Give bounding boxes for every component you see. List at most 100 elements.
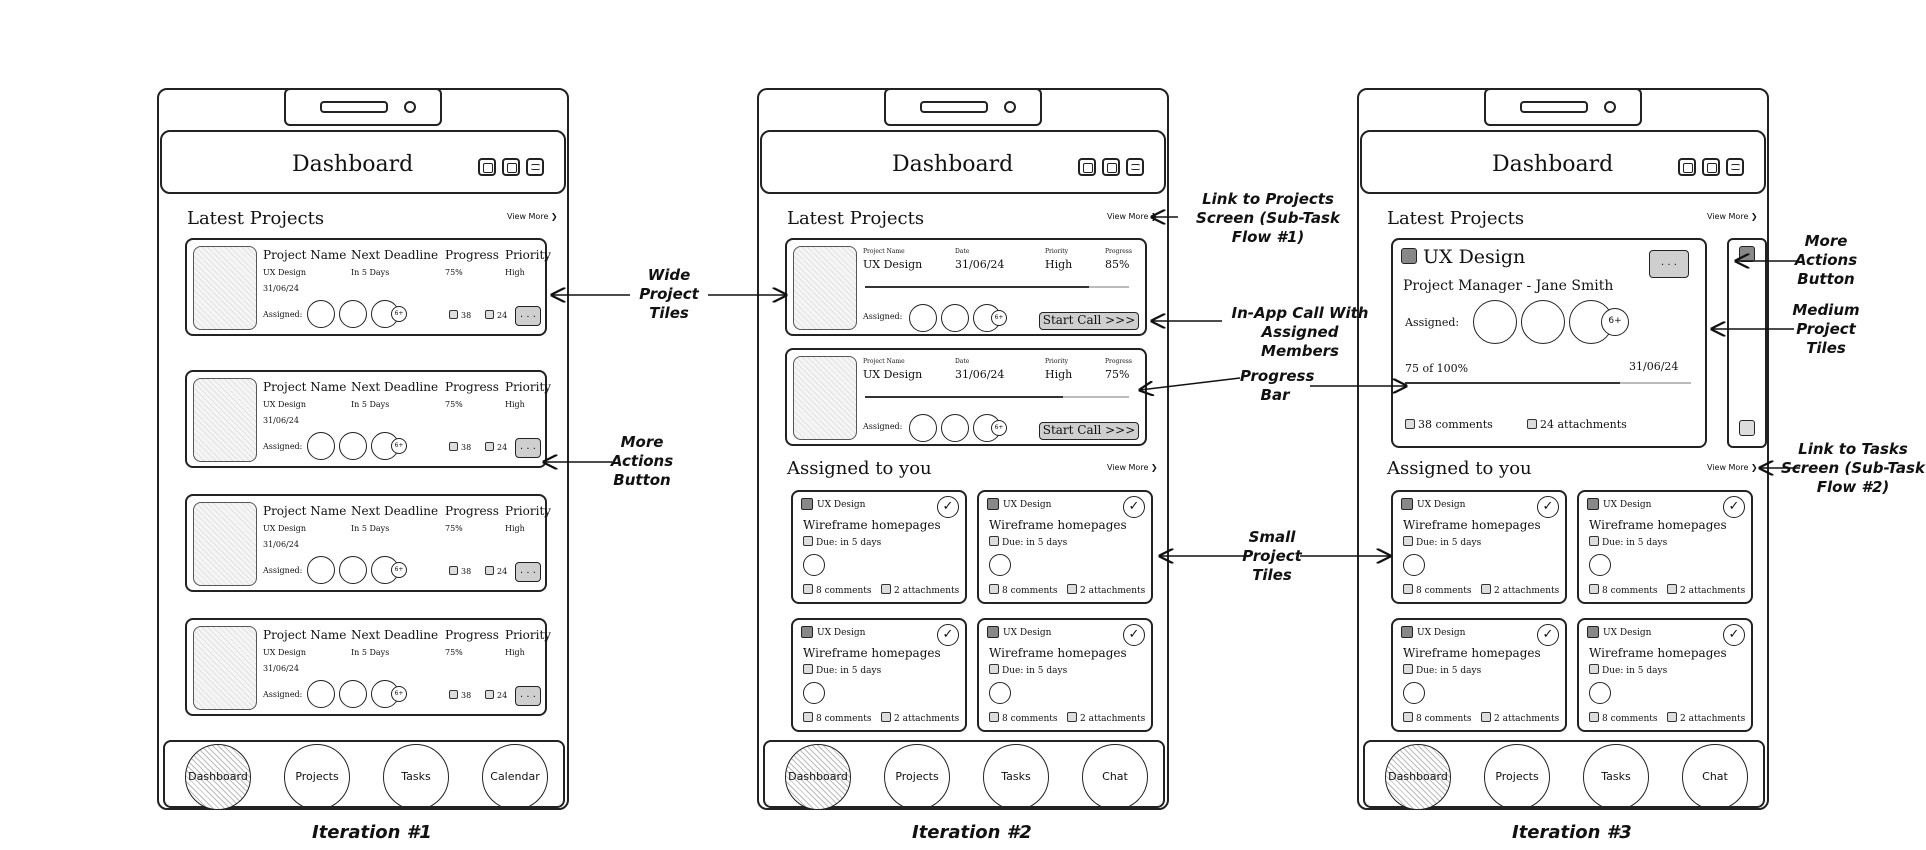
iteration-3-label: Iteration #3 bbox=[1512, 822, 1632, 843]
due-date: Due: in 5 days bbox=[803, 536, 881, 548]
avatar[interactable] bbox=[307, 432, 335, 460]
progress-bar-fill bbox=[865, 396, 1063, 398]
small-project-tile[interactable]: UX Design ✓ Wireframe homepages Due: in … bbox=[977, 490, 1153, 604]
square-icon[interactable] bbox=[478, 158, 496, 176]
small-project-tile[interactable]: UX Design ✓ Wireframe homepages Due: in … bbox=[1391, 618, 1567, 732]
avatar[interactable] bbox=[803, 554, 825, 576]
attachments-count: 2 attachments bbox=[1067, 712, 1145, 724]
more-members-badge[interactable]: 6+ bbox=[991, 310, 1007, 326]
check-icon[interactable]: ✓ bbox=[1123, 624, 1145, 646]
avatar[interactable] bbox=[1403, 682, 1425, 704]
avatar[interactable] bbox=[941, 304, 969, 332]
project-date: 31/06/24 bbox=[955, 368, 1005, 381]
view-more-link[interactable]: View More ❯ bbox=[1107, 463, 1158, 472]
nav-dashboard[interactable]: Dashboard bbox=[785, 744, 851, 810]
small-project-tile[interactable]: UX Design ✓ Wireframe homepages Due: in … bbox=[1577, 618, 1753, 732]
wide-project-tile[interactable]: Project Name Date Priority Progress UX D… bbox=[785, 348, 1147, 446]
attachments-label: 24 bbox=[497, 311, 508, 320]
tile-title: UX Design bbox=[1423, 246, 1526, 268]
avatar[interactable] bbox=[1403, 554, 1425, 576]
nav-projects[interactable]: Projects bbox=[1484, 744, 1550, 810]
more-members-badge[interactable]: 6+ bbox=[391, 686, 407, 702]
nav-calendar[interactable]: Calendar bbox=[482, 744, 548, 810]
col-header-priority: Priority bbox=[1045, 248, 1069, 255]
avatar[interactable] bbox=[339, 432, 367, 460]
nav-chat[interactable]: Chat bbox=[1082, 744, 1148, 810]
square-icon[interactable] bbox=[502, 158, 520, 176]
view-more-link[interactable]: View More ❯ bbox=[1707, 212, 1758, 221]
check-icon[interactable]: ✓ bbox=[1537, 624, 1559, 646]
wide-project-tile[interactable]: Project Name Next Deadline Progress Prio… bbox=[185, 618, 551, 716]
more-members-badge[interactable]: 6+ bbox=[391, 438, 407, 454]
camera bbox=[404, 101, 416, 113]
avatar[interactable] bbox=[803, 682, 825, 704]
more-members-badge[interactable]: 6+ bbox=[391, 562, 407, 578]
avatar[interactable] bbox=[1589, 554, 1611, 576]
more-actions-button[interactable]: . . . bbox=[515, 562, 541, 582]
check-icon[interactable]: ✓ bbox=[1723, 496, 1745, 518]
check-icon[interactable]: ✓ bbox=[937, 496, 959, 518]
nav-projects[interactable]: Projects bbox=[884, 744, 950, 810]
small-project-tile[interactable]: UX Design ✓ Wireframe homepages Due: in … bbox=[977, 618, 1153, 732]
avatar[interactable] bbox=[909, 414, 937, 442]
small-project-tile[interactable]: UX Design ✓ Wireframe homepages Due: in … bbox=[1577, 490, 1753, 604]
view-more-link[interactable]: View More ❯ bbox=[507, 212, 558, 221]
avatar[interactable] bbox=[339, 300, 367, 328]
avatar[interactable] bbox=[307, 300, 335, 328]
small-project-tile[interactable]: UX Design ✓ Wireframe homepages Due: in … bbox=[791, 618, 967, 732]
attachments-count: 2 attachments bbox=[1481, 584, 1559, 596]
progress: 85% bbox=[1105, 258, 1130, 271]
wide-project-tile[interactable]: Project Name Date Priority Progress UX D… bbox=[785, 238, 1147, 336]
square-icon[interactable] bbox=[1102, 158, 1120, 176]
more-actions-button[interactable]: . . . bbox=[515, 438, 541, 458]
menu-icon[interactable] bbox=[526, 158, 544, 176]
nav-dashboard[interactable]: Dashboard bbox=[1385, 744, 1451, 810]
avatar[interactable] bbox=[1473, 300, 1517, 344]
menu-icon[interactable] bbox=[1726, 158, 1744, 176]
attachment-icon bbox=[1481, 584, 1491, 594]
small-project-tile[interactable]: UX Design ✓ Wireframe homepages Due: in … bbox=[1391, 490, 1567, 604]
nav-chat[interactable]: Chat bbox=[1682, 744, 1748, 810]
avatar[interactable] bbox=[909, 304, 937, 332]
square-icon[interactable] bbox=[1078, 158, 1096, 176]
avatar[interactable] bbox=[1521, 300, 1565, 344]
avatar[interactable] bbox=[339, 556, 367, 584]
avatar[interactable] bbox=[307, 680, 335, 708]
avatar[interactable] bbox=[989, 554, 1011, 576]
nav-tasks[interactable]: Tasks bbox=[1583, 744, 1649, 810]
check-icon[interactable]: ✓ bbox=[1537, 496, 1559, 518]
avatar[interactable] bbox=[307, 556, 335, 584]
medium-project-tile[interactable]: UX Design . . . Project Manager - Jane S… bbox=[1391, 238, 1707, 448]
nav-projects[interactable]: Projects bbox=[284, 744, 350, 810]
start-call-button[interactable]: Start Call >>> bbox=[1039, 312, 1139, 330]
more-members-badge[interactable]: 6+ bbox=[991, 420, 1007, 436]
deadline: In 5 Days bbox=[351, 400, 390, 409]
more-actions-button[interactable]: . . . bbox=[515, 686, 541, 706]
small-project-tile[interactable]: UX Design ✓ Wireframe homepages Due: in … bbox=[791, 490, 967, 604]
menu-icon[interactable] bbox=[1126, 158, 1144, 176]
wide-project-tile[interactable]: Project Name Next Deadline Progress Prio… bbox=[185, 370, 551, 468]
avatar[interactable] bbox=[989, 682, 1011, 704]
check-icon[interactable]: ✓ bbox=[937, 624, 959, 646]
square-icon[interactable] bbox=[1678, 158, 1696, 176]
avatar[interactable] bbox=[1589, 682, 1611, 704]
nav-dashboard[interactable]: Dashboard bbox=[185, 744, 251, 810]
check-icon[interactable]: ✓ bbox=[1723, 624, 1745, 646]
view-more-link[interactable]: View More ❯ bbox=[1707, 463, 1758, 472]
view-more-link[interactable]: View More ❯ bbox=[1107, 212, 1158, 221]
nav-tasks[interactable]: Tasks bbox=[383, 744, 449, 810]
more-members-badge[interactable]: 6+ bbox=[391, 306, 407, 322]
avatar[interactable] bbox=[941, 414, 969, 442]
more-actions-button[interactable]: . . . bbox=[1649, 250, 1689, 278]
more-actions-button[interactable]: . . . bbox=[515, 306, 541, 326]
speaker bbox=[1520, 101, 1588, 113]
wide-project-tile[interactable]: Project Name Next Deadline Progress Prio… bbox=[185, 238, 551, 336]
nav-tasks[interactable]: Tasks bbox=[983, 744, 1049, 810]
check-icon[interactable]: ✓ bbox=[1123, 496, 1145, 518]
wide-project-tile[interactable]: Project Name Next Deadline Progress Prio… bbox=[185, 494, 551, 592]
avatar[interactable] bbox=[371, 432, 399, 460]
square-icon[interactable] bbox=[1702, 158, 1720, 176]
start-call-button[interactable]: Start Call >>> bbox=[1039, 422, 1139, 440]
more-members-badge[interactable]: 6+ bbox=[1601, 308, 1629, 336]
avatar[interactable] bbox=[339, 680, 367, 708]
